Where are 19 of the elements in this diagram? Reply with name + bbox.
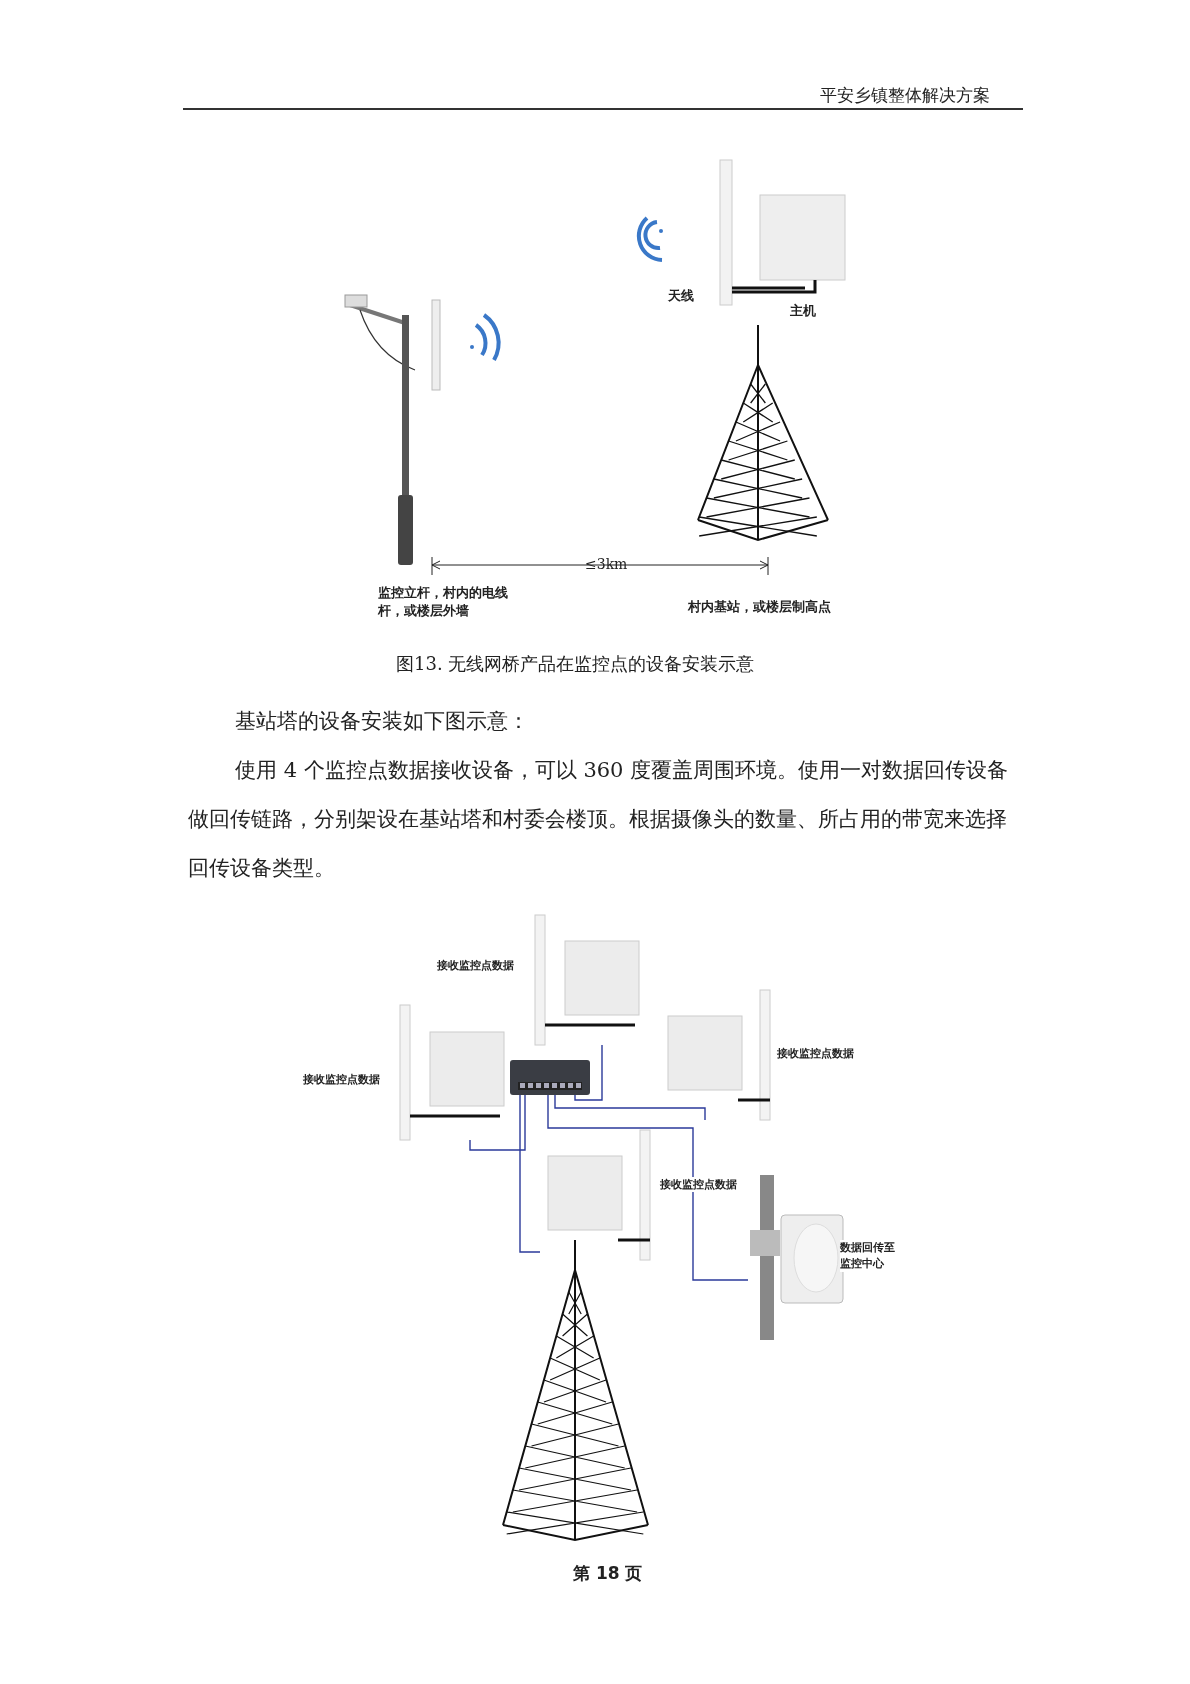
cable bbox=[519, 1094, 541, 1253]
pole-caption: 监控立杆，村内的电线杆，或楼层外墙 bbox=[378, 584, 509, 620]
page-number: 第 18 页 bbox=[573, 1562, 643, 1585]
tower-caption: 村内基站，或楼层制高点 bbox=[688, 598, 831, 616]
host-unit-label: 主机 bbox=[790, 302, 816, 320]
device-caption: 接收监控点数据 bbox=[777, 1046, 854, 1061]
network-switch bbox=[510, 1060, 590, 1095]
device-caption: 接收监控点数据 bbox=[660, 1177, 737, 1192]
cable bbox=[574, 1044, 603, 1101]
cable bbox=[554, 1094, 706, 1121]
page-header: 平安乡镇整体解决方案 bbox=[820, 84, 990, 107]
paragraph: 使用 4 个监控点数据接收设备，可以 360 度覆盖周围环境。使用一对数据回传设备做回传链路，分别架设在基站塔和村委会楼顶。根据摄像头的数量、所占用的带宽来选择回传设备类型。 bbox=[188, 757, 1010, 882]
device-caption: 接收监控点数据 bbox=[303, 1072, 380, 1087]
antenna-label: 天线 bbox=[668, 287, 694, 305]
device-caption: 接收监控点数据 bbox=[437, 958, 514, 973]
cable bbox=[469, 1094, 526, 1151]
paragraph: 基站塔的设备安装如下图示意： bbox=[235, 708, 529, 735]
cable bbox=[547, 1094, 749, 1281]
figure-caption: 图13. 无线网桥产品在监控点的设备安装示意 bbox=[396, 652, 755, 676]
